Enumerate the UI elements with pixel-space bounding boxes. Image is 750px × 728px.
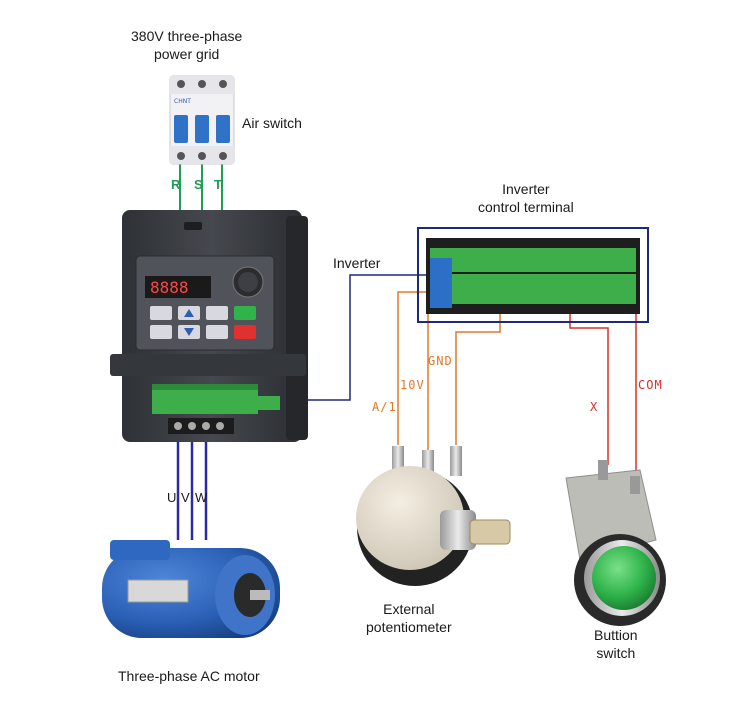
- key-prg[interactable]: [150, 306, 172, 320]
- phase-u-label: U: [167, 490, 177, 505]
- up-arrow-icon: [184, 309, 194, 317]
- potentiometer-label: External potentiometer: [366, 601, 452, 635]
- wire-x-label: X: [590, 400, 599, 414]
- phase-s-label: S: [194, 177, 203, 192]
- wire-gnd-label: GND: [428, 354, 453, 368]
- inverter-unit: 8888: [110, 210, 308, 442]
- breaker-brand: CHNT: [174, 98, 191, 105]
- key-func[interactable]: [150, 325, 172, 339]
- phase-v-label: V: [181, 490, 190, 505]
- wire-com-label: COM: [638, 378, 663, 392]
- power-grid-label: 380V three-phase power grid: [131, 28, 243, 62]
- wire-gnd: [455, 292, 501, 445]
- wire-10v-label: 10V: [400, 378, 425, 392]
- key-stop[interactable]: [234, 325, 256, 339]
- phase-t-label: T: [214, 177, 222, 192]
- button-switch: [565, 460, 666, 626]
- potentiometer: [356, 446, 511, 586]
- motor-label: Three-phase AC motor: [118, 668, 260, 684]
- link-line: [298, 274, 428, 401]
- svg-text:8888: 8888: [150, 278, 189, 297]
- air-switch: CHNT: [169, 75, 235, 165]
- button-switch-label: Buttion switch: [594, 627, 638, 661]
- ac-motor: [102, 540, 280, 638]
- phase-w-label: W: [195, 490, 208, 505]
- key-shift[interactable]: [206, 306, 228, 320]
- control-terminal-label: Inverter control terminal: [478, 181, 574, 215]
- inverter-label: Inverter: [333, 255, 381, 271]
- wire-a1: [397, 291, 436, 445]
- down-arrow-icon: [184, 328, 194, 336]
- phase-r-label: R: [171, 177, 181, 192]
- wire-10v: [427, 292, 464, 455]
- wire-x: [569, 292, 609, 465]
- air-switch-label: Air switch: [242, 115, 302, 131]
- wire-a1-label: A/1: [372, 400, 397, 414]
- control-terminal-box: [417, 227, 649, 323]
- key-ok[interactable]: [206, 325, 228, 339]
- key-run[interactable]: [234, 306, 256, 320]
